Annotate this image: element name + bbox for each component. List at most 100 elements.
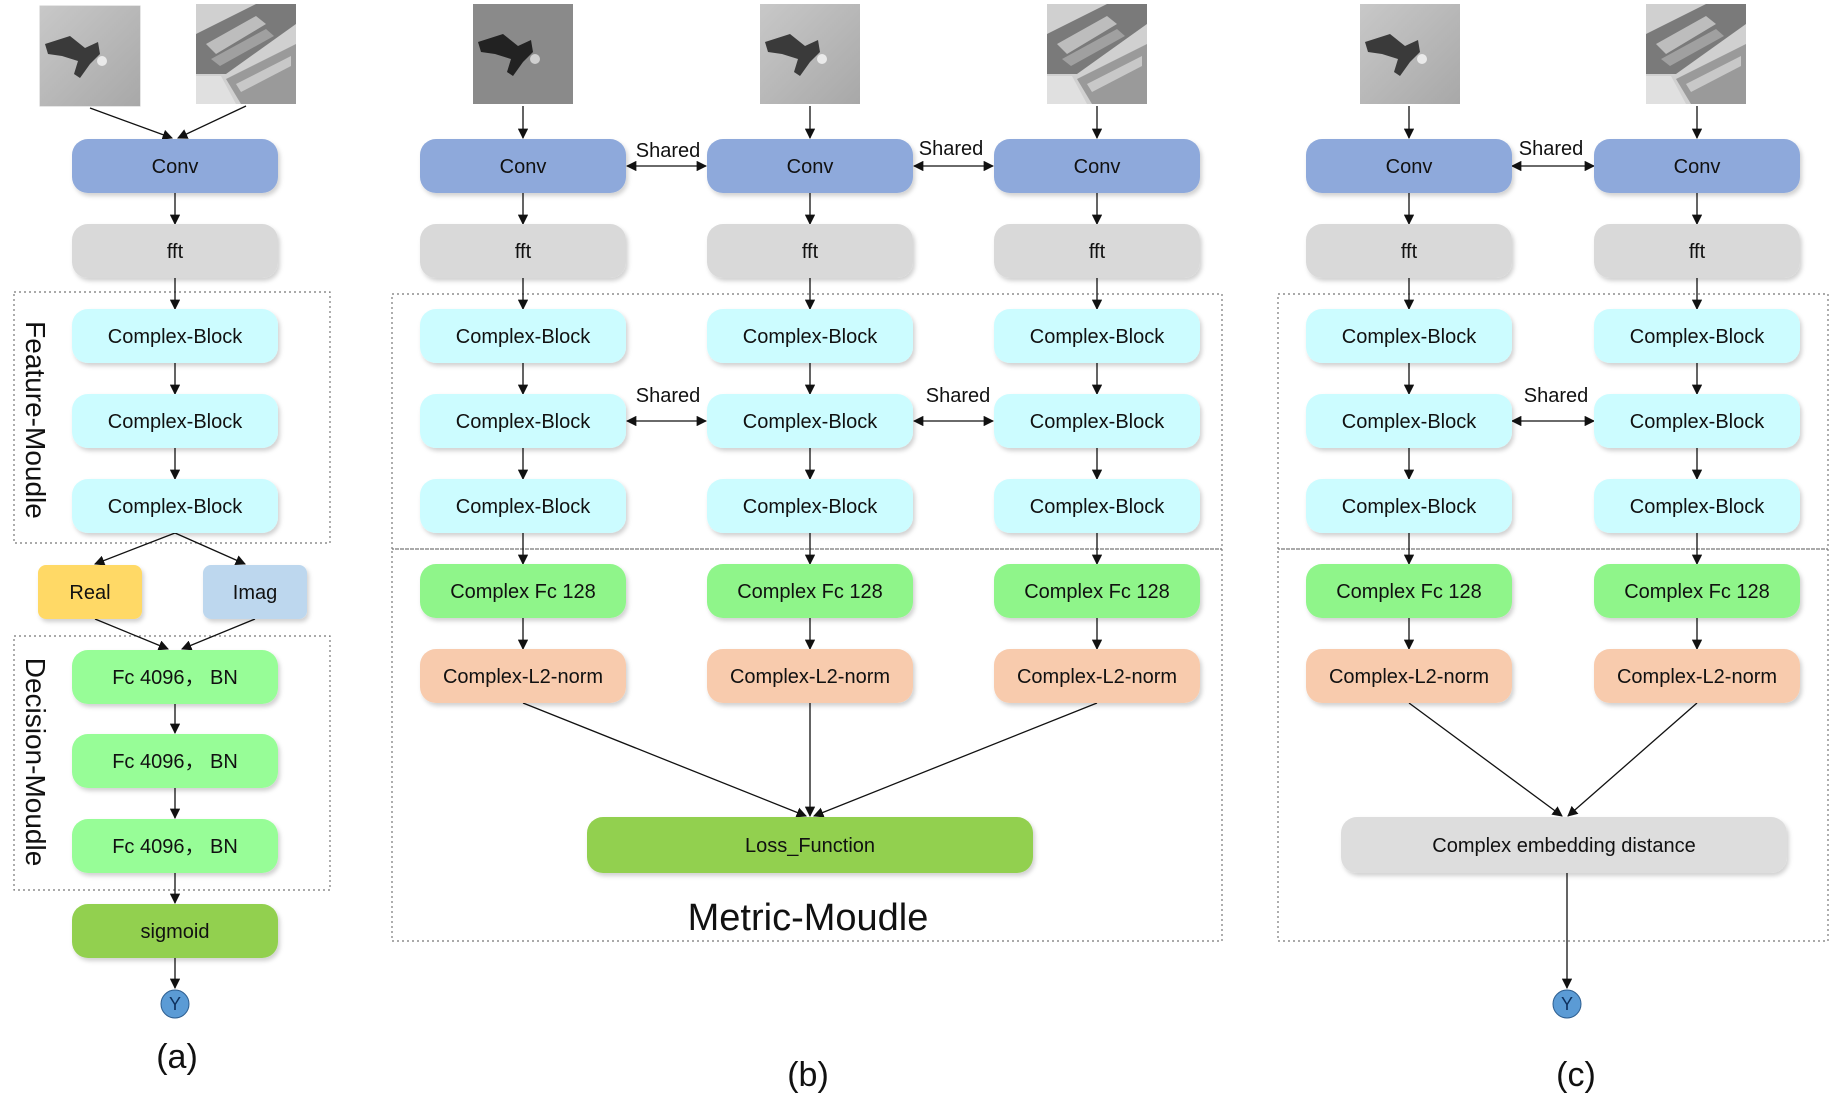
conv-block: Conv [420, 139, 626, 193]
complex-fc-block-label: Complex Fc 128 [450, 581, 596, 603]
complex-block-label: Complex-Block [1030, 411, 1165, 433]
imag-block: Imag [203, 565, 307, 619]
real-block: Real [38, 565, 142, 619]
arrow [94, 532, 176, 566]
drone-image [760, 4, 860, 104]
fft-block-label: fft [1089, 241, 1106, 263]
fft-block-label: fft [167, 241, 184, 263]
arrow [89, 107, 173, 140]
loss-function-block: Loss_Function [587, 817, 1033, 873]
complex-block: Complex-Block [420, 394, 626, 448]
conv-block-label: Conv [152, 156, 199, 178]
complex-l2-norm-block: Complex-L2-norm [1594, 649, 1800, 703]
fft-block-label: fft [1401, 241, 1418, 263]
complex-l2-norm-block: Complex-L2-norm [994, 649, 1200, 703]
real-block-label: Real [69, 582, 110, 604]
fft-block-label: fft [802, 241, 819, 263]
complex-fc-block: Complex Fc 128 [1306, 564, 1512, 618]
arrow [813, 702, 1098, 818]
complex-block: Complex-Block [1306, 394, 1512, 448]
complex-block: Complex-Block [707, 309, 913, 363]
fc4096-block-label: Fc 4096， BN [112, 836, 238, 858]
fft-block: fft [420, 224, 626, 278]
svg-text:Y: Y [1561, 994, 1573, 1014]
metric-module-label: Metric-Moudle [688, 897, 929, 939]
feature-module-frame [13, 291, 331, 544]
complex-block-label: Complex-Block [456, 411, 591, 433]
complex-l2-norm-block-label: Complex-L2-norm [443, 666, 603, 688]
complex-embedding-distance-block: Complex embedding distance [1341, 817, 1787, 873]
complex-block: Complex-Block [1306, 309, 1512, 363]
complex-block: Complex-Block [707, 394, 913, 448]
sigmoid-block: sigmoid [72, 904, 278, 958]
caption-b: (b) [787, 1056, 829, 1094]
complex-l2-norm-block-label: Complex-L2-norm [1617, 666, 1777, 688]
fc4096-block: Fc 4096， BN [72, 819, 278, 873]
arrow [94, 618, 169, 651]
drone-image-dark [473, 4, 573, 104]
complex-block: Complex-Block [707, 479, 913, 533]
complex-l2-norm-block: Complex-L2-norm [1306, 649, 1512, 703]
complex-l2-norm-block: Complex-L2-norm [420, 649, 626, 703]
conv-block: Conv [72, 139, 278, 193]
image-thumbnails [39, 4, 1746, 107]
complex-block-label: Complex-Block [108, 411, 243, 433]
complex-l2-norm-block: Complex-L2-norm [707, 649, 913, 703]
metric-module-frame [391, 548, 1223, 942]
conv-block-label: Conv [787, 156, 834, 178]
conv-block-label: Conv [500, 156, 547, 178]
shared-label: Shared [926, 385, 991, 407]
loss-function-block-label: Loss_Function [745, 835, 875, 857]
c-metric-frame [1277, 548, 1829, 942]
conv-block-label: Conv [1074, 156, 1121, 178]
fft-block-label: fft [1689, 241, 1706, 263]
shared-label: Shared [1524, 385, 1589, 407]
conv-block: Conv [1594, 139, 1800, 193]
complex-block: Complex-Block [72, 394, 278, 448]
complex-block-label: Complex-Block [1030, 326, 1165, 348]
shared-label: Shared [636, 140, 701, 162]
sigmoid-block-label: sigmoid [141, 921, 210, 943]
complex-block-label: Complex-Block [108, 496, 243, 518]
conv-block-label: Conv [1386, 156, 1433, 178]
arrow [177, 105, 247, 139]
shared-label: Shared [919, 138, 984, 160]
fft-block: fft [1306, 224, 1512, 278]
complex-fc-block-label: Complex Fc 128 [1624, 581, 1770, 603]
arrow [181, 618, 256, 651]
fft-block: fft [1594, 224, 1800, 278]
arrow [522, 702, 807, 818]
fft-block-label: fft [515, 241, 532, 263]
complex-fc-block-label: Complex Fc 128 [737, 581, 883, 603]
complex-block-label: Complex-Block [1030, 496, 1165, 518]
fft-block: fft [72, 224, 278, 278]
complex-block: Complex-Block [420, 479, 626, 533]
complex-block-label: Complex-Block [743, 496, 878, 518]
complex-block: Complex-Block [994, 309, 1200, 363]
complex-block: Complex-Block [994, 394, 1200, 448]
complex-block: Complex-Block [1594, 309, 1800, 363]
complex-block: Complex-Block [1306, 479, 1512, 533]
conv-block: Conv [1306, 139, 1512, 193]
complex-fc-block: Complex Fc 128 [1594, 564, 1800, 618]
complex-fc-block: Complex Fc 128 [707, 564, 913, 618]
conv-block: Conv [994, 139, 1200, 193]
building-image [1047, 4, 1147, 104]
output-y-node: Y [160, 989, 190, 1019]
decision-module-label: Decision-Moudle [20, 658, 51, 867]
arrow [1567, 702, 1698, 817]
drone-image [1360, 4, 1460, 104]
complex-block: Complex-Block [994, 479, 1200, 533]
shared-label: Shared [636, 385, 701, 407]
complex-fc-block: Complex Fc 128 [994, 564, 1200, 618]
fc4096-block-label: Fc 4096， BN [112, 751, 238, 773]
complex-block-label: Complex-Block [456, 326, 591, 348]
caption-a: (a) [156, 1038, 198, 1076]
complex-l2-norm-block-label: Complex-L2-norm [730, 666, 890, 688]
complex-fc-block-label: Complex Fc 128 [1336, 581, 1482, 603]
complex-block: Complex-Block [420, 309, 626, 363]
complex-block-label: Complex-Block [743, 411, 878, 433]
building-image [196, 4, 296, 104]
conv-block-label: Conv [1674, 156, 1721, 178]
fft-block: fft [707, 224, 913, 278]
